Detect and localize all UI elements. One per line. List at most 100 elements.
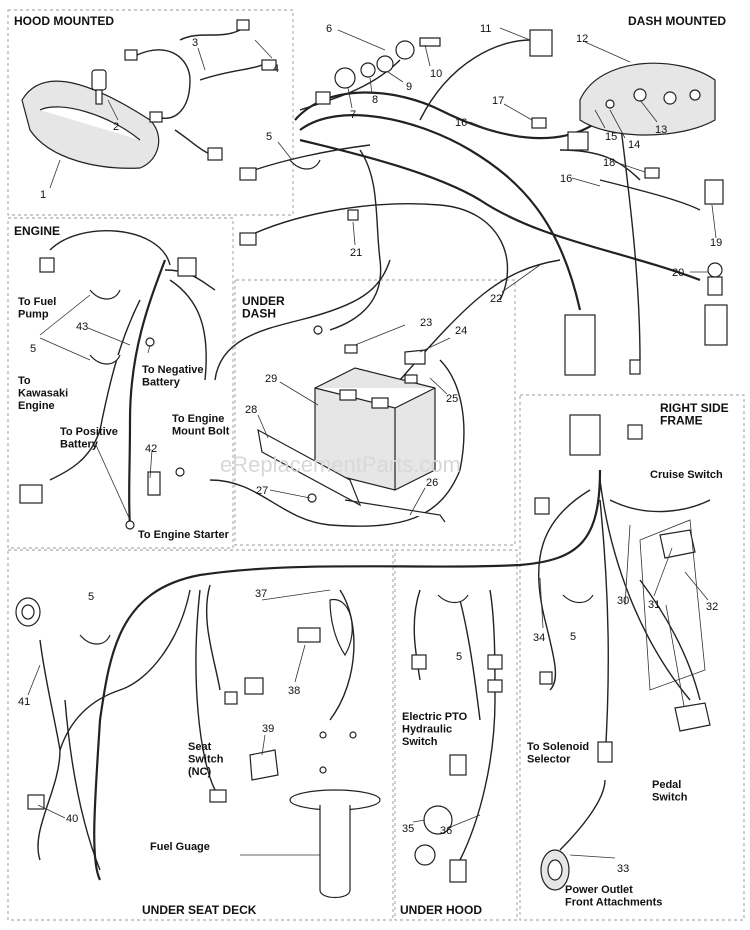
connector: [124, 49, 138, 61]
callout-39: 39: [262, 723, 274, 735]
callout-36: 36: [440, 825, 452, 837]
harness-wires: [37, 39, 711, 881]
rocker-switch: [27, 794, 45, 810]
callout-29: 29: [265, 373, 277, 385]
bulb: [91, 69, 107, 91]
key: [419, 37, 441, 47]
connector: [539, 671, 553, 685]
connector: [597, 741, 613, 763]
seat-switch: [249, 749, 279, 781]
callout-38: 38: [288, 685, 300, 697]
callout-40: 40: [66, 813, 78, 825]
connector: [629, 359, 641, 375]
hood-mounted-box: [7, 9, 294, 216]
clip: [289, 159, 321, 170]
callout-34: 34: [533, 632, 545, 644]
connector: [704, 304, 728, 346]
callout-5-engine: 5: [30, 343, 36, 355]
harness-connector: [569, 414, 601, 456]
connector: [19, 484, 43, 504]
lamp: [329, 599, 353, 657]
callout-2: 2: [113, 121, 119, 133]
relay: [644, 167, 660, 179]
connector: [487, 679, 503, 693]
callout-17: 17: [492, 95, 504, 107]
connector: [627, 424, 643, 440]
label-fuel-guage: Fuel Guage: [150, 841, 210, 853]
callout-24: 24: [455, 325, 467, 337]
callout-numbers: 1 2 3 4 5 6 7 8 9 10 11 12 13 14 15 16 1…: [18, 23, 722, 875]
callout-14: 14: [628, 139, 640, 151]
hold-down-rod: [344, 499, 446, 523]
battery-bracket: [257, 428, 362, 507]
connector: [177, 257, 197, 277]
under-hood-box: [394, 549, 518, 921]
connector: [449, 754, 467, 776]
clip: [562, 594, 594, 604]
connector: [315, 91, 331, 105]
callout-4: 4: [273, 63, 279, 75]
callout-33: 33: [617, 863, 629, 875]
callout-3: 3: [192, 37, 198, 49]
callout-25: 25: [446, 393, 458, 405]
callout-37: 37: [255, 588, 267, 600]
connector: [529, 29, 553, 57]
lamp-socket: [297, 627, 321, 643]
callout-18: 18: [603, 157, 615, 169]
callout-28: 28: [245, 404, 257, 416]
bezel: [395, 40, 415, 60]
pedal-switch: [674, 702, 711, 732]
callout-23: 23: [420, 317, 432, 329]
connector: [244, 677, 264, 695]
callout-13: 13: [655, 124, 667, 136]
section-title-hood-mounted: HOOD MOUNTED: [14, 14, 114, 28]
callout-6: 6: [326, 23, 332, 35]
connector: [487, 654, 503, 670]
callout-10: 10: [430, 68, 442, 80]
terminal: [145, 337, 155, 347]
switch: [704, 179, 724, 205]
callout-11: 11: [480, 23, 491, 35]
connector: [534, 497, 550, 515]
terminal: [175, 467, 185, 477]
connector: [239, 167, 257, 181]
callout-15: 15: [605, 131, 617, 143]
label-to-engine-starter: To Engine Starter: [138, 529, 230, 541]
clip: [89, 354, 121, 365]
washer: [360, 62, 376, 78]
cruise-switch: [659, 529, 696, 559]
knob: [707, 262, 723, 278]
callout-16b: 16: [560, 173, 572, 185]
section-title-under-hood: UNDER HOOD: [400, 903, 482, 917]
relay: [531, 117, 547, 129]
nut: [376, 55, 394, 73]
callout-5: 5: [266, 131, 272, 143]
callout-42: 42: [145, 443, 157, 455]
connector: [236, 19, 250, 31]
connector: [207, 147, 223, 161]
clip: [89, 289, 121, 300]
callout-26: 26: [426, 477, 438, 489]
terminal: [125, 520, 135, 530]
connector: [449, 859, 467, 883]
connector: [411, 654, 427, 670]
pressure-switch: [414, 844, 436, 866]
connector: [224, 691, 238, 705]
callout-1: 1: [40, 189, 46, 201]
section-boxes: [7, 9, 745, 921]
section-title-dash-mounted: DASH MOUNTED: [628, 14, 726, 28]
connector: [239, 232, 257, 246]
callout-8: 8: [372, 94, 378, 106]
callout-41: 41: [18, 696, 30, 708]
callout-5-hood: 5: [456, 651, 462, 663]
